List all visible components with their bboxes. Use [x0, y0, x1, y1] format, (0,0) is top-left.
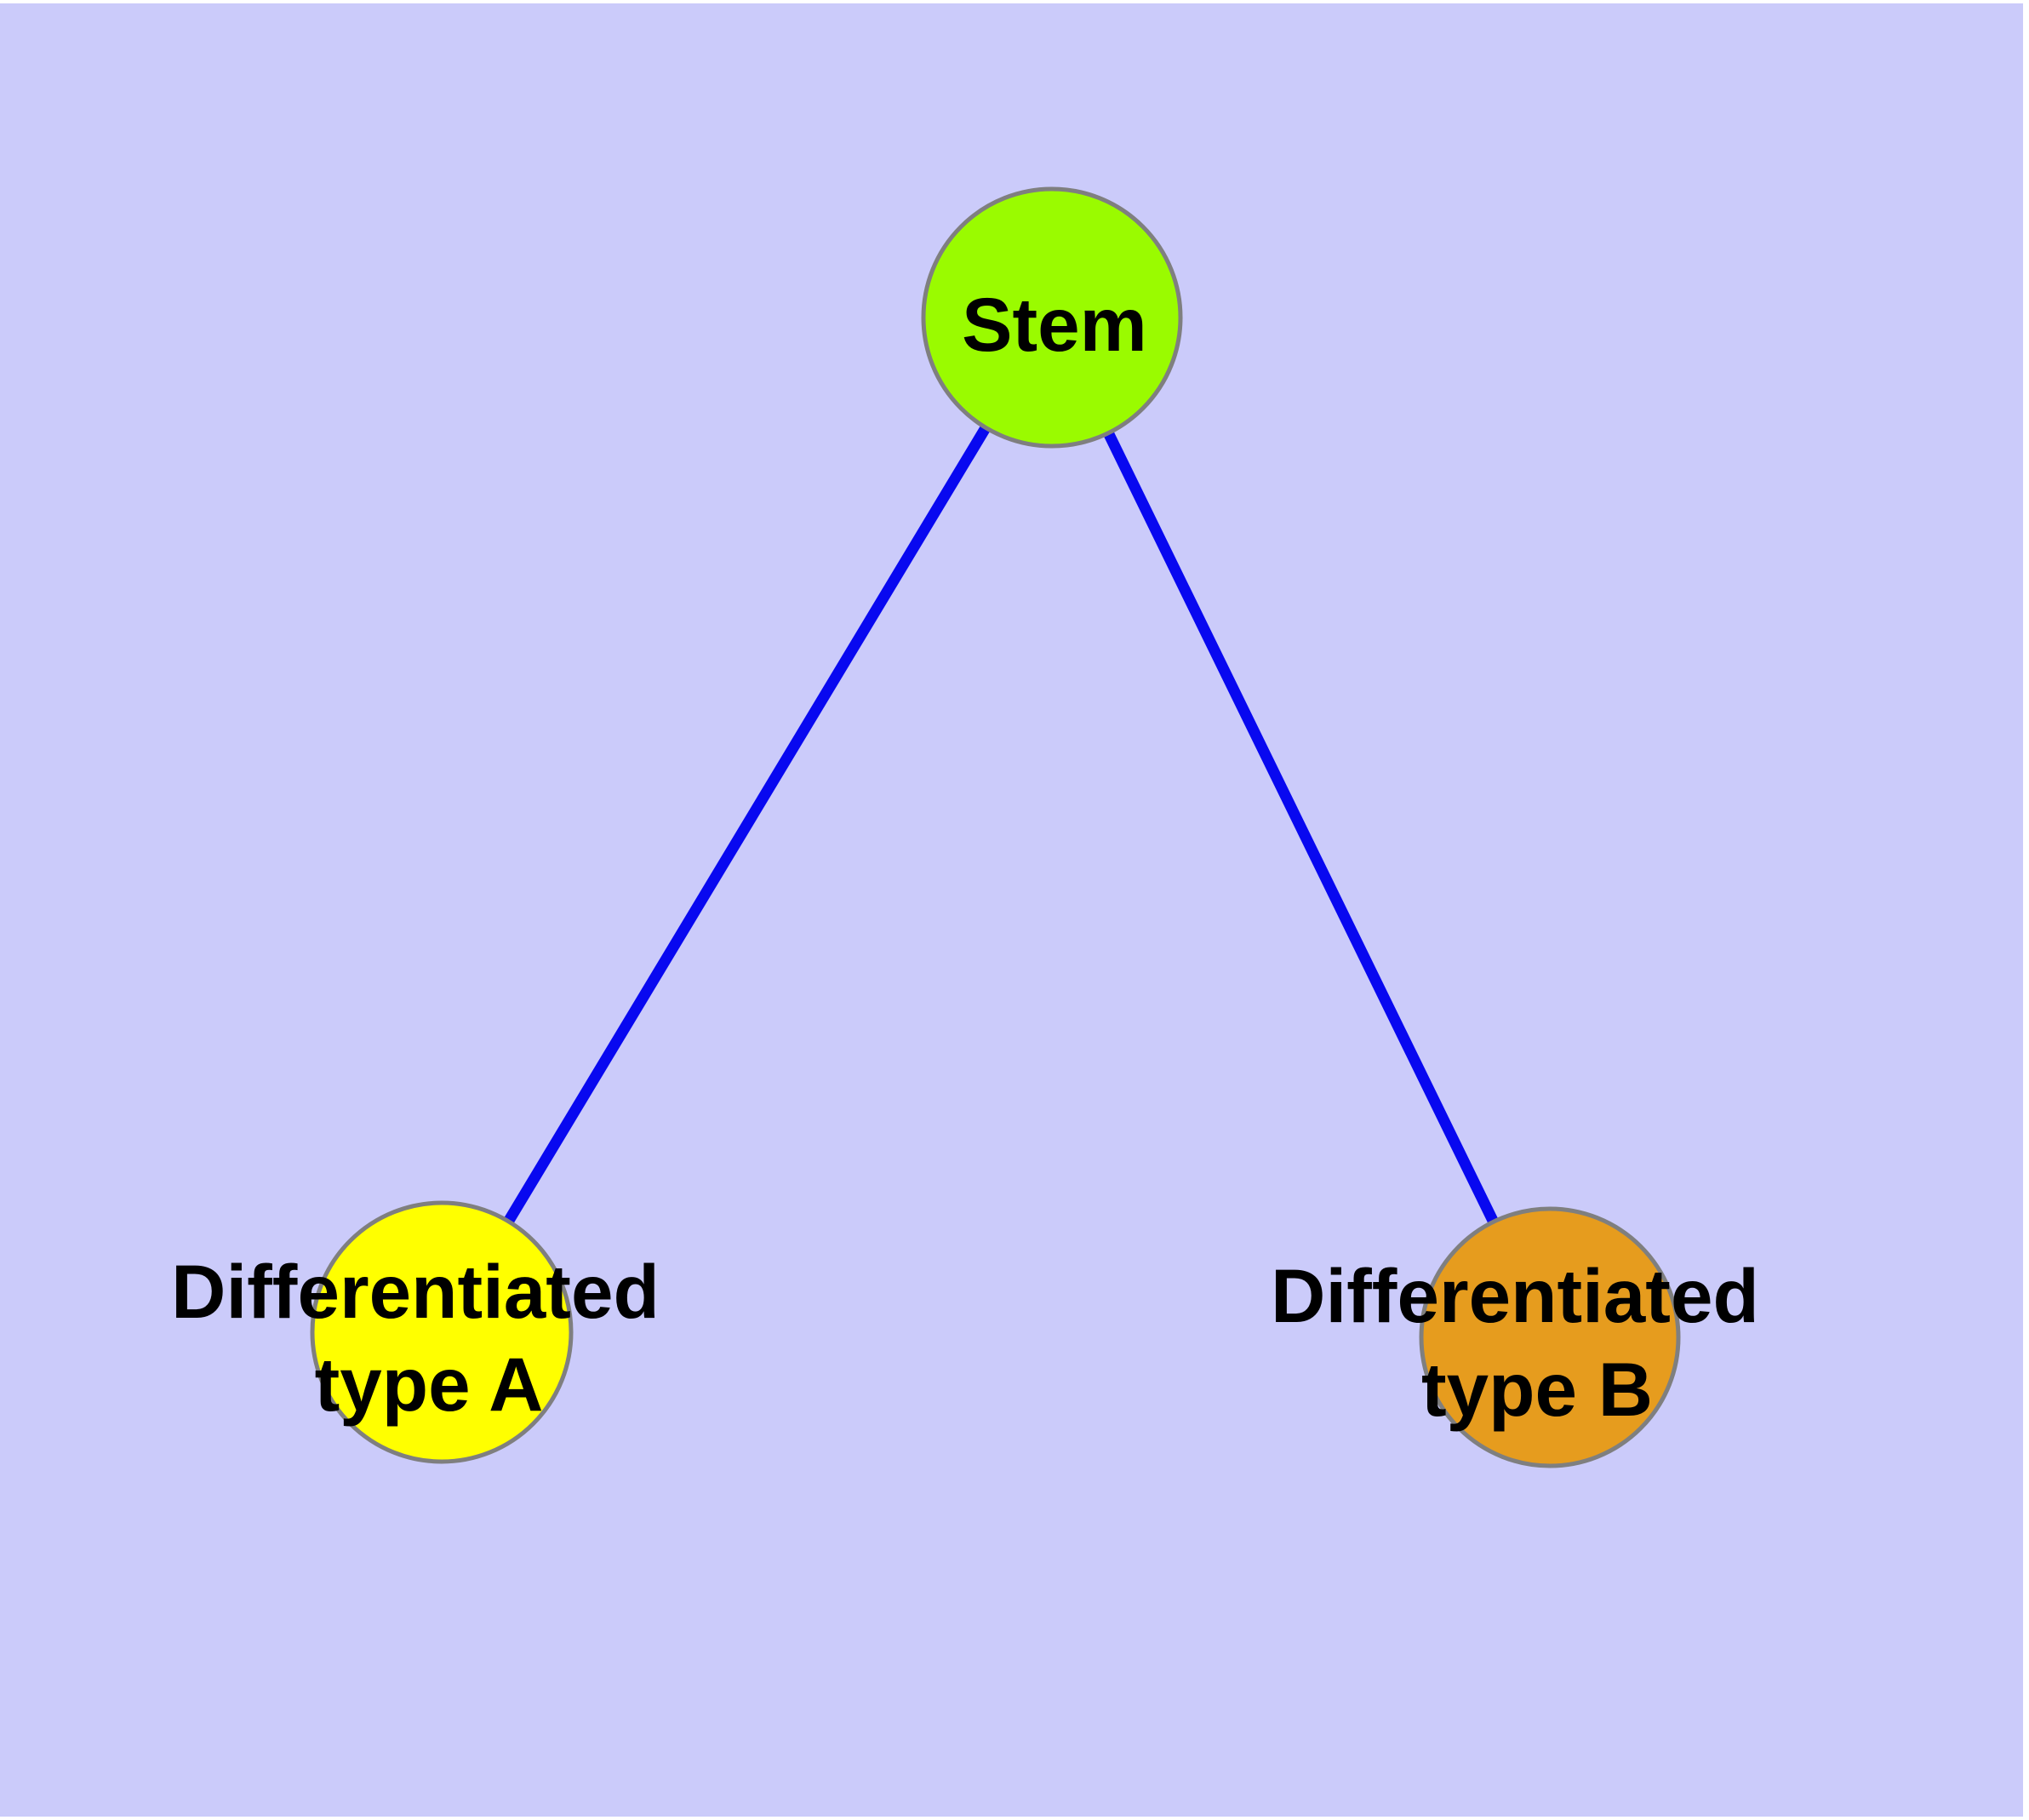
- edge-group: [437, 314, 1555, 1340]
- node-label-stem: Stem: [962, 282, 1147, 367]
- node-label-type-b-line1: Differentiated: [1271, 1253, 1759, 1338]
- edge-stem-to-type-a: [437, 314, 1057, 1336]
- node-group: [310, 186, 1681, 1468]
- node-label-type-b-line2: type B: [1421, 1347, 1653, 1432]
- edge-stem-to-type-b: [1047, 315, 1555, 1340]
- node-label-type-a-line1: Differentiated: [171, 1249, 660, 1334]
- label-group: Stem Differentiated type A Differentiate…: [171, 282, 1759, 1432]
- node-label-type-a-line2: type A: [315, 1342, 544, 1427]
- node-differentiated-type-a: [310, 1200, 574, 1464]
- node-differentiated-type-b: [1419, 1206, 1681, 1468]
- node-stem: [921, 186, 1183, 449]
